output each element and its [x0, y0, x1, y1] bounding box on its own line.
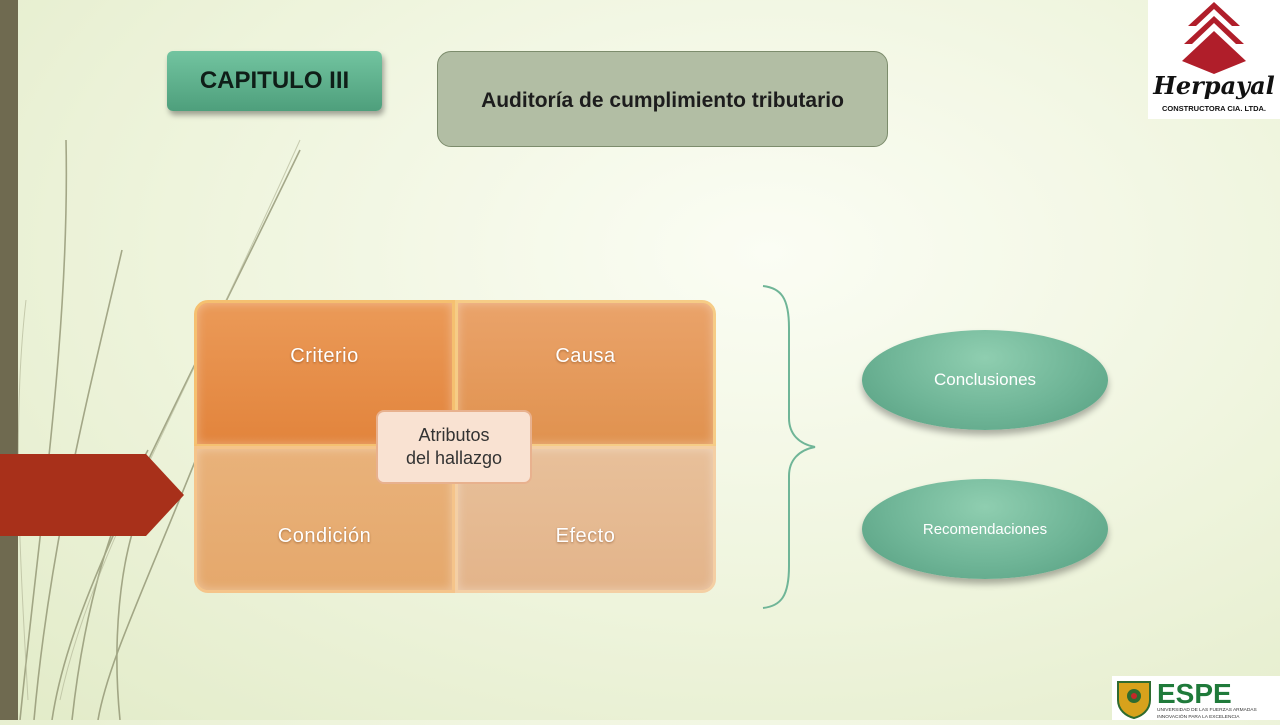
slide-title: Auditoría de cumplimiento tributario: [437, 51, 888, 147]
outcome-conclusiones: Conclusiones: [862, 330, 1108, 430]
roof-chevrons-icon: [1182, 2, 1246, 74]
herpayal-subtitle: CONSTRUCTORA CIA. LTDA.: [1162, 104, 1266, 113]
center-label-line-2: del hallazgo: [405, 448, 503, 468]
herpayal-wordmark: Herpayal: [1152, 71, 1275, 100]
center-label-line-1: Atributos: [418, 425, 490, 445]
outcome-recomendaciones: Recomendaciones: [862, 479, 1108, 579]
espe-crest-icon: [1117, 681, 1151, 720]
espe-logo: ESPE UNIVERSIDAD DE LAS FUERZAS ARMADAS …: [1112, 676, 1280, 720]
theme-left-bar: [0, 0, 18, 720]
curly-brace-icon: [762, 285, 816, 609]
red-arrow-shape: [0, 454, 184, 536]
chapter-label: CAPITULO III: [167, 51, 382, 111]
herpayal-logo: Herpayal CONSTRUCTORA CIA. LTDA.: [1148, 0, 1280, 119]
espe-subtitle-2: INNOVACIÓN PARA LA EXCELENCIA: [1157, 713, 1240, 720]
center-label-attributes: Atributos del hallazgo: [376, 410, 532, 484]
espe-wordmark: ESPE: [1157, 678, 1232, 709]
espe-subtitle-1: UNIVERSIDAD DE LAS FUERZAS ARMADAS: [1157, 707, 1257, 713]
